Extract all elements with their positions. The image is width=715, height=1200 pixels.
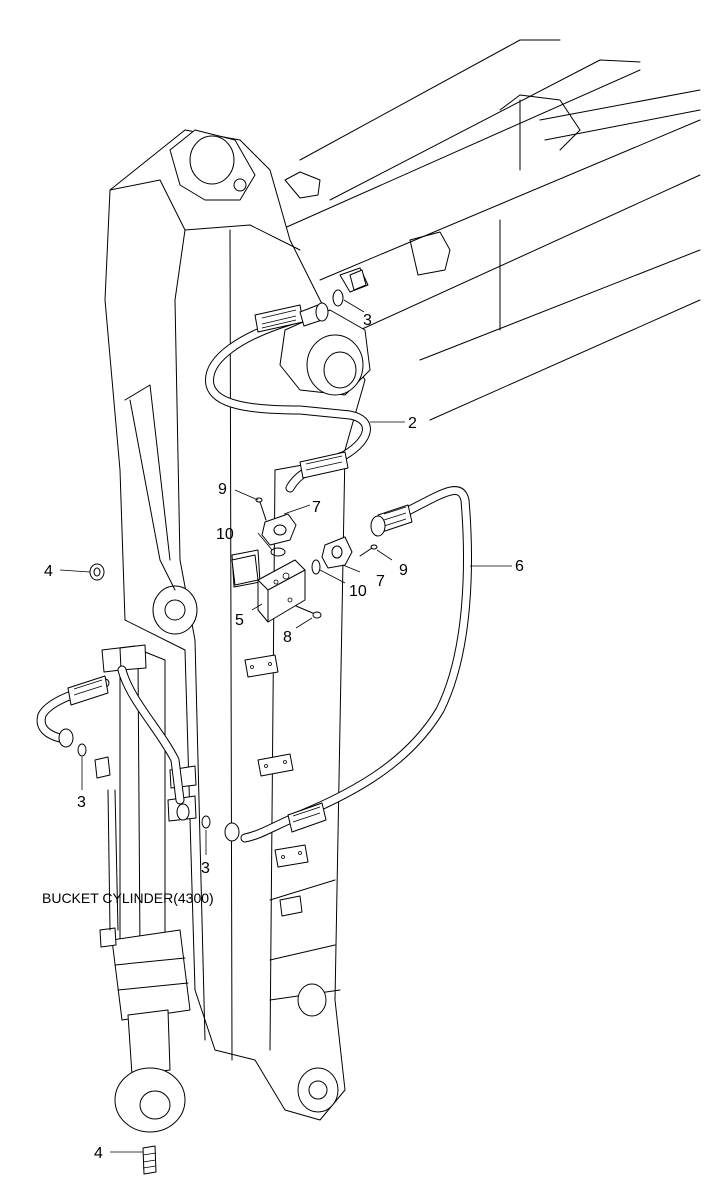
arm — [104, 129, 371, 1121]
valve-block — [77, 269, 378, 829]
callout-6: 6 — [515, 558, 524, 575]
callout-8: 8 — [283, 629, 292, 646]
callout-3-left: 3 — [77, 794, 86, 811]
callout-9-left: 9 — [218, 481, 227, 498]
hoses — [36, 302, 472, 843]
callout-4-top: 4 — [44, 563, 53, 580]
callout-4-bottom: 4 — [94, 1145, 103, 1162]
callout-7-right: 7 — [376, 573, 385, 590]
callout-5: 5 — [235, 612, 244, 629]
bucket-cylinder-caption: BUCKET CYLINDER(4300) — [42, 890, 214, 906]
callout-10-left: 10 — [216, 526, 234, 543]
callout-3-mid: 3 — [201, 860, 210, 877]
bucket-cylinder — [89, 563, 197, 1175]
boom — [279, 39, 701, 421]
callout-3-top: 3 — [363, 312, 372, 329]
callout-9-right: 9 — [399, 562, 408, 579]
callouts: 3 2 9 7 10 9 6 7 10 4 5 8 3 3 4 — [44, 312, 524, 1162]
leader-lines — [59, 299, 512, 1153]
callout-2: 2 — [408, 415, 417, 432]
callout-7-top: 7 — [312, 499, 321, 516]
callout-10-right: 10 — [349, 583, 367, 600]
